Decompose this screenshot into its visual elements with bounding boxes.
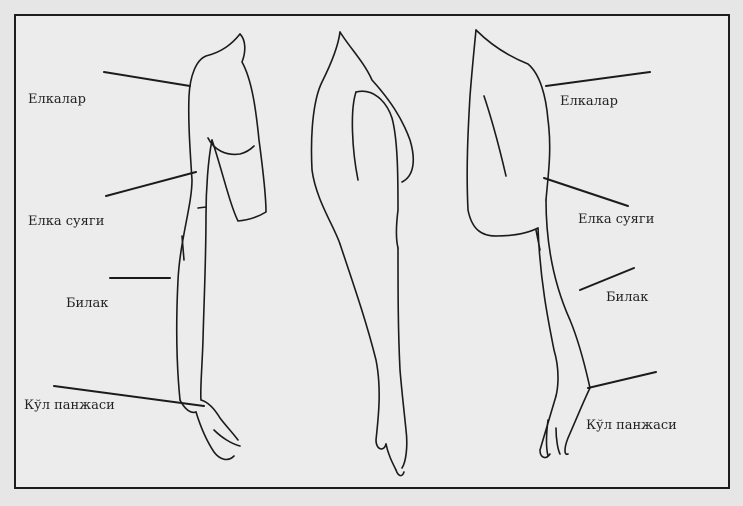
- label-hand-left: Кўл панжаси: [24, 398, 115, 413]
- label-hand-right: Кўл панжаси: [586, 418, 677, 433]
- label-humerus-left: Елка суяги: [28, 214, 104, 229]
- middle-arm-drawing: [311, 32, 413, 476]
- label-forearm-left: Билак: [66, 296, 108, 311]
- left-arm-drawing: [177, 34, 266, 459]
- label-shoulders-left: Елкалар: [28, 92, 86, 107]
- label-forearm-right: Билак: [606, 290, 648, 305]
- label-shoulders-right: Елкалар: [560, 94, 618, 109]
- pointer-lines: [54, 72, 656, 406]
- label-humerus-right: Елка суяги: [578, 212, 654, 227]
